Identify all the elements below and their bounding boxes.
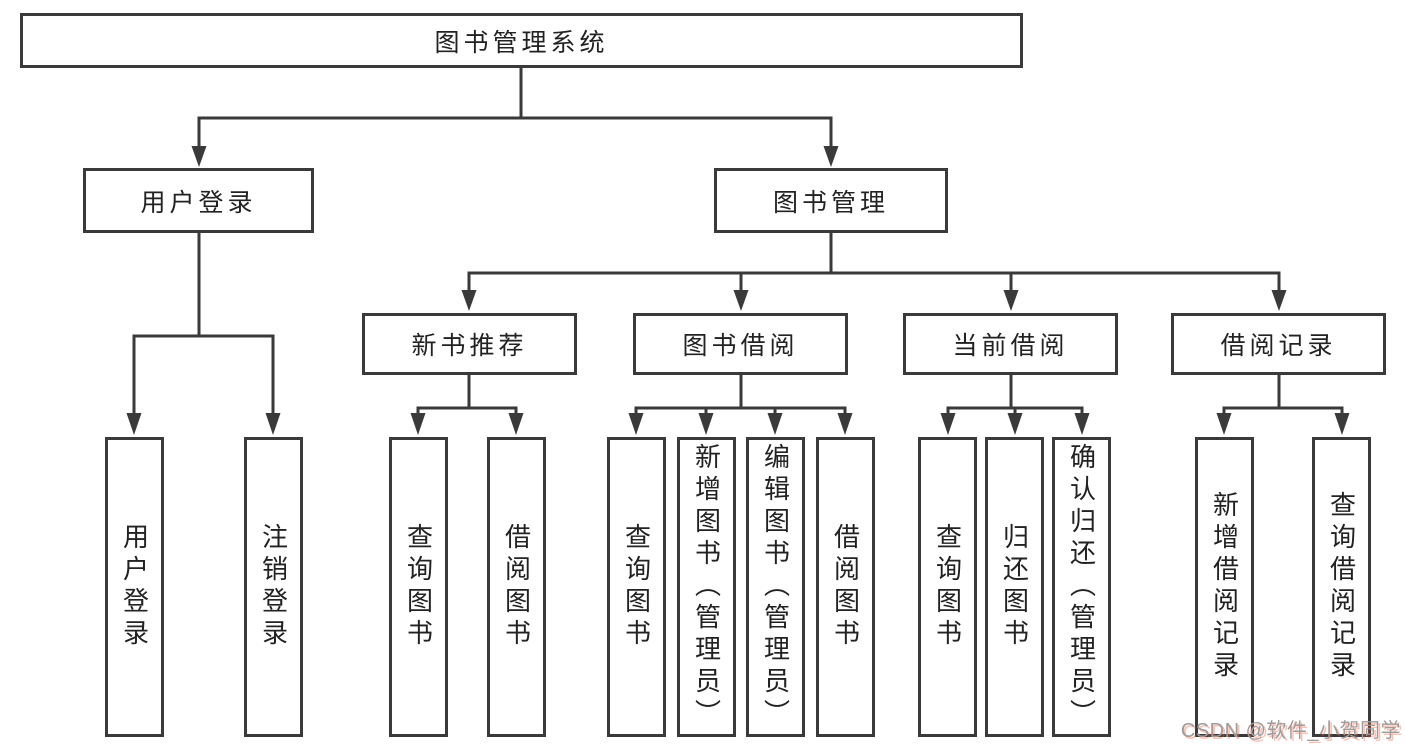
node-current-borrow: 当前借阅 bbox=[903, 313, 1118, 375]
leaf-edit-book-admin: 编辑图书（管理员） bbox=[746, 437, 805, 737]
leaf-return-book: 归还图书 bbox=[985, 437, 1044, 737]
node-book-management: 图书管理 bbox=[714, 168, 948, 233]
leaf-user-login: 用户登录 bbox=[105, 437, 164, 737]
node-book-borrow: 图书借阅 bbox=[633, 313, 848, 375]
node-user-login: 用户登录 bbox=[83, 168, 314, 233]
csdn-watermark: CSDN @软件_小贺同学 bbox=[1180, 720, 1401, 742]
leaf-confirm-return-admin: 确认归还（管理员） bbox=[1052, 437, 1111, 737]
node-root: 图书管理系统 bbox=[20, 13, 1023, 68]
leaf-add-borrow-record: 新增借阅记录 bbox=[1195, 437, 1254, 737]
node-borrow-records: 借阅记录 bbox=[1171, 313, 1386, 375]
leaf-query-books-current: 查询图书 bbox=[918, 437, 977, 737]
leaf-query-borrow-record: 查询借阅记录 bbox=[1312, 437, 1371, 737]
leaf-query-books-recommend: 查询图书 bbox=[389, 437, 448, 737]
leaf-logout: 注销登录 bbox=[244, 437, 303, 737]
leaf-query-books-borrow: 查询图书 bbox=[607, 437, 666, 737]
leaf-borrow-books: 借阅图书 bbox=[816, 437, 875, 737]
leaf-add-book-admin: 新增图书（管理员） bbox=[677, 437, 736, 737]
node-new-book-recommend: 新书推荐 bbox=[362, 313, 577, 375]
leaf-borrow-books-recommend: 借阅图书 bbox=[487, 437, 546, 737]
